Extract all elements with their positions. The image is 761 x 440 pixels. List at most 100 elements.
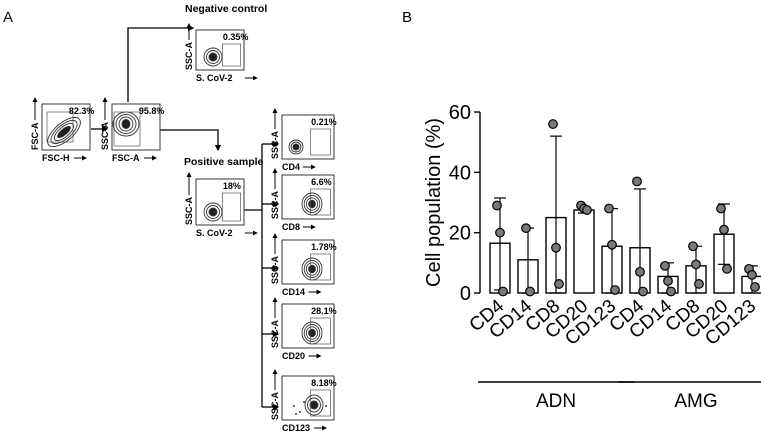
contour-ring	[305, 197, 319, 211]
panel-label-b: B	[402, 9, 412, 26]
gating-arrows	[91, 24, 280, 411]
y-axis-label: SSC-A	[270, 391, 280, 420]
data-point	[610, 285, 620, 295]
data-point	[638, 286, 648, 297]
x-axis-label: CD14	[282, 287, 305, 297]
contour-ring	[292, 143, 300, 151]
data-point	[607, 239, 617, 250]
contour-plot	[203, 47, 223, 67]
y-axis-label: SSC-A	[270, 190, 280, 219]
data-point	[722, 263, 732, 274]
contour-ring	[308, 199, 316, 209]
data-point	[719, 224, 729, 235]
scatter-dot	[299, 411, 301, 413]
contour-plot	[288, 139, 304, 155]
contour-ring	[303, 323, 321, 343]
data-point	[492, 200, 502, 211]
data-point	[716, 203, 726, 214]
group-label: ADN	[536, 391, 576, 412]
flow-plot-neg: 0.35% SSC-AS. CoV-2	[184, 23, 258, 83]
data-point	[521, 223, 531, 234]
data-point	[604, 203, 614, 214]
y-tick-label: 20	[449, 223, 471, 245]
data-point	[551, 242, 561, 253]
x-axis-label: CD20	[282, 351, 305, 361]
scatter-dot	[325, 405, 327, 407]
panel-label-a: A	[3, 9, 13, 26]
gate-percent: 82.3%	[69, 106, 95, 116]
contour-ring	[303, 259, 321, 279]
contour-ring	[290, 141, 302, 153]
contour-ring	[304, 394, 324, 416]
gate-box	[46, 111, 74, 143]
x-axis-label: CD4	[282, 162, 300, 172]
data-point	[554, 279, 564, 289]
contour-ring	[308, 328, 316, 338]
data-point	[548, 119, 558, 129]
data-point	[635, 266, 645, 277]
contour-ring	[203, 47, 223, 67]
data-point	[691, 259, 701, 270]
x-axis-label: FSC-A	[112, 153, 140, 163]
contour-ring	[57, 125, 71, 139]
contour-ring	[308, 264, 316, 274]
y-axis-label: SSC-A	[270, 255, 280, 284]
x-axis-label: FSC-H	[42, 153, 70, 163]
contour-ring	[203, 202, 223, 222]
scatter-dot	[293, 405, 295, 407]
x-axis-label: S. CoV-2	[196, 228, 233, 238]
contour-ring	[115, 114, 137, 134]
y-axis-label: SSC-A	[184, 41, 194, 70]
data-point	[495, 227, 505, 238]
data-point	[525, 286, 535, 297]
data-point	[747, 270, 757, 280]
contour-ring	[288, 139, 304, 155]
y-axis-title: Cell population (%)	[423, 118, 445, 287]
contour-ring	[305, 262, 319, 276]
flow-plots: 82.3%FSC-AFSC-H95.8%SSC-AFSC-A0.35%SSC-A…	[30, 23, 337, 433]
gate-percent: 6.6%	[311, 177, 332, 187]
contour-ring	[208, 52, 218, 62]
gate-percent: 95.8%	[139, 106, 165, 116]
contour-ring	[206, 50, 220, 64]
negative-control-header: Negative control	[185, 3, 267, 15]
y-axis-label: SSC-A	[270, 130, 280, 159]
y-axis-label: SSC-A	[270, 319, 280, 348]
y-axis-label: SSC-A	[100, 121, 110, 150]
contour-plot	[293, 394, 327, 416]
gate-percent: 28.1%	[311, 306, 337, 316]
gate-box	[310, 317, 331, 345]
y-axis-label: FSC-A	[30, 122, 40, 150]
gate-box	[222, 43, 241, 67]
scatter-dot	[295, 413, 297, 415]
contour-ring	[309, 400, 319, 410]
contour-ring	[118, 116, 134, 132]
gate-box	[310, 253, 331, 281]
x-axis-label: S. CoV-2	[196, 73, 233, 83]
y-tick-label: 40	[449, 162, 471, 184]
gate-box	[310, 128, 331, 156]
data-point	[632, 176, 642, 187]
bar	[573, 209, 595, 294]
data-point	[694, 279, 704, 289]
contour-ring	[206, 205, 220, 219]
data-point	[498, 286, 508, 297]
y-tick-label: 0	[460, 283, 471, 305]
y-axis-label: SSC-A	[184, 196, 194, 225]
data-point	[688, 241, 698, 252]
group-label: AMG	[674, 391, 717, 412]
data-point	[663, 276, 673, 286]
gate-percent: 0.35%	[223, 32, 249, 42]
contour-plot	[112, 111, 140, 137]
contour-ring	[47, 116, 81, 148]
scatter-dot	[303, 401, 305, 403]
gate-box	[310, 188, 331, 216]
x-axis-label: CD8	[282, 222, 300, 232]
data-point	[660, 260, 670, 271]
data-point	[666, 286, 676, 297]
